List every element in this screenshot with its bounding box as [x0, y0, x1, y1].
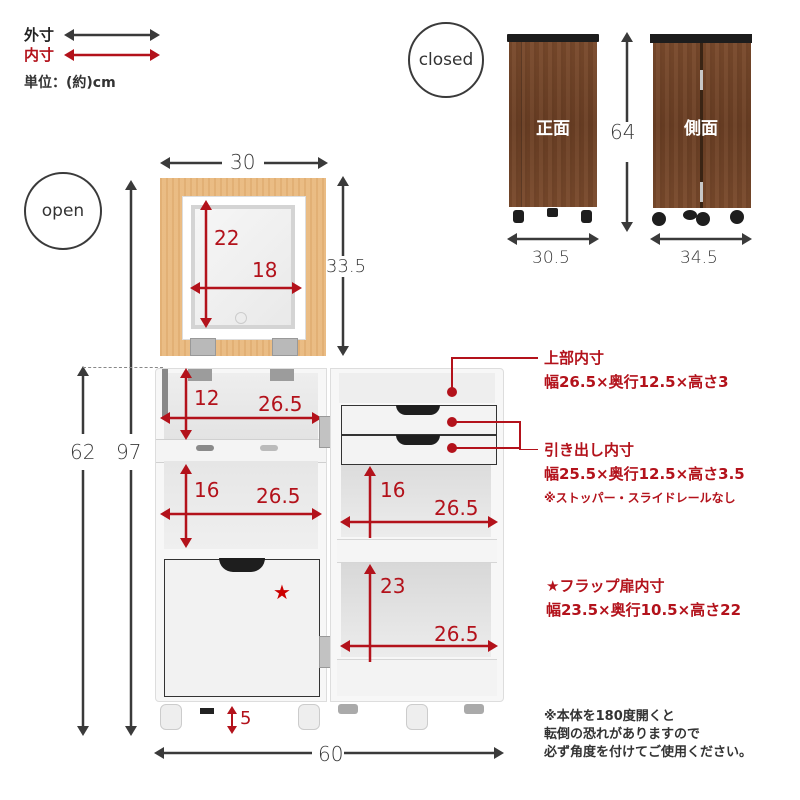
caster-icon: [160, 704, 182, 730]
mirror-panel-width-arrow-icon: [160, 157, 328, 169]
flap-inner-title: ★フラップ扉内寸: [546, 577, 665, 595]
closed-side-width-value: 34.5: [680, 248, 718, 268]
mirror-width-value: 18: [252, 258, 278, 282]
mirror-panel: [160, 178, 326, 356]
legend-outer-label: 外寸: [24, 26, 55, 44]
drawer-lower[interactable]: [341, 435, 497, 465]
right-bottom-inner-width-value: 26.5: [434, 622, 479, 646]
caster-icon: [683, 210, 697, 220]
outer-dimension-arrow-icon: [64, 29, 160, 41]
flap-door[interactable]: ★: [164, 558, 320, 697]
warning-line-1: ※本体を180度開くと: [544, 709, 675, 724]
drawer-inner-title: 引き出し内寸: [544, 441, 635, 459]
mirror-inner-arrows-icon: [190, 200, 302, 328]
drawer-inner-dims: 幅25.5×奥行12.5×高さ3.5: [544, 465, 745, 483]
right-bottom-inner-height-value: 23: [380, 574, 406, 598]
total-width-arrow-icon: [154, 747, 504, 759]
caster-icon: [730, 210, 744, 224]
inner-dimension-arrow-icon: [64, 49, 160, 61]
mirror-height-value: 22: [214, 226, 240, 250]
closed-front-width-arrow-icon: [507, 233, 599, 245]
top-inner-dims: 幅26.5×奥行12.5×高さ3: [544, 373, 729, 391]
gas-strut: [162, 369, 168, 419]
drawer-handle-icon: [396, 435, 440, 445]
warning-line-2: 転倒の恐れがありますので: [544, 727, 701, 742]
drawer-inner-note: ※ストッパー・スライドレールなし: [544, 491, 736, 505]
left-mid-inner-arrows-icon: [160, 464, 322, 548]
warning-line-3: 必ず角度を付けてご使用ください。: [544, 745, 753, 760]
side-label: 側面: [684, 119, 718, 139]
drawer-handle-icon: [396, 405, 440, 415]
open-badge: open: [24, 172, 102, 250]
caster-icon: [513, 210, 524, 223]
left-top-inner-height-value: 12: [194, 386, 220, 410]
mirror-panel-width-value: 30: [230, 150, 256, 174]
top-inner-title: 上部内寸: [544, 349, 605, 367]
body-height-arrow-icon: [77, 366, 89, 736]
closed-badge: closed: [408, 22, 484, 98]
closed-height-arrow-icon: [621, 32, 633, 232]
right-bottom-inner-arrows-icon: [340, 564, 498, 662]
total-height-value: 97: [116, 440, 142, 464]
mirror-panel-height-value: 33.5: [326, 256, 367, 277]
caster-icon: [652, 212, 666, 226]
total-width-value: 60: [318, 742, 344, 766]
left-mid-inner-width-value: 26.5: [256, 484, 301, 508]
right-mid-inner-arrows-icon: [340, 466, 498, 538]
callout-leader-lines-lower: [447, 443, 520, 453]
floor-clearance-value: 5: [240, 708, 252, 729]
closed-front-cabinet: 正面: [507, 34, 599, 223]
hinge-icon: [272, 338, 298, 356]
flap-inner-dims: 幅23.5×奥行10.5×高さ22: [546, 601, 742, 619]
floor-clearance-arrow-icon: [227, 706, 237, 734]
stopper-icon: [200, 708, 214, 714]
caster-icon: [338, 704, 358, 714]
closed-height-value: 64: [610, 120, 636, 144]
total-height-arrow-icon: [125, 180, 137, 736]
caster-icon: [464, 704, 484, 714]
mirror-touch-sensor-icon: [235, 312, 247, 324]
left-top-inner-arrows-icon: [160, 368, 322, 440]
left-mid-inner-height-value: 16: [194, 478, 220, 502]
drawer-upper[interactable]: [341, 405, 497, 435]
closed-side-width-arrow-icon: [650, 233, 752, 245]
right-mid-inner-height-value: 16: [380, 478, 406, 502]
flap-door-handle-icon: [219, 558, 265, 572]
legend-inner-label: 内寸: [24, 46, 55, 64]
caster-icon: [298, 704, 320, 730]
front-label: 正面: [536, 119, 570, 139]
caster-icon: [696, 212, 710, 226]
callout-leader-lines: [447, 357, 538, 450]
hinge-icon: [190, 338, 216, 356]
right-mid-inner-width-value: 26.5: [434, 496, 479, 520]
hinge-icon: [270, 369, 294, 381]
caster-icon: [547, 208, 558, 217]
height-reference-dashed-line: [83, 367, 163, 368]
caster-icon: [581, 210, 592, 223]
caster-icon: [406, 704, 428, 730]
closed-side-cabinet: 側面: [650, 34, 752, 226]
left-top-inner-width-value: 26.5: [258, 392, 303, 416]
hinge-icon: [188, 369, 212, 381]
left-cabinet: ★: [155, 368, 327, 702]
body-height-value: 62: [70, 440, 96, 464]
flap-star-marker: ★: [273, 580, 291, 604]
closed-front-width-value: 30.5: [532, 248, 570, 268]
unit-label: 単位：(約)cm: [24, 75, 116, 91]
